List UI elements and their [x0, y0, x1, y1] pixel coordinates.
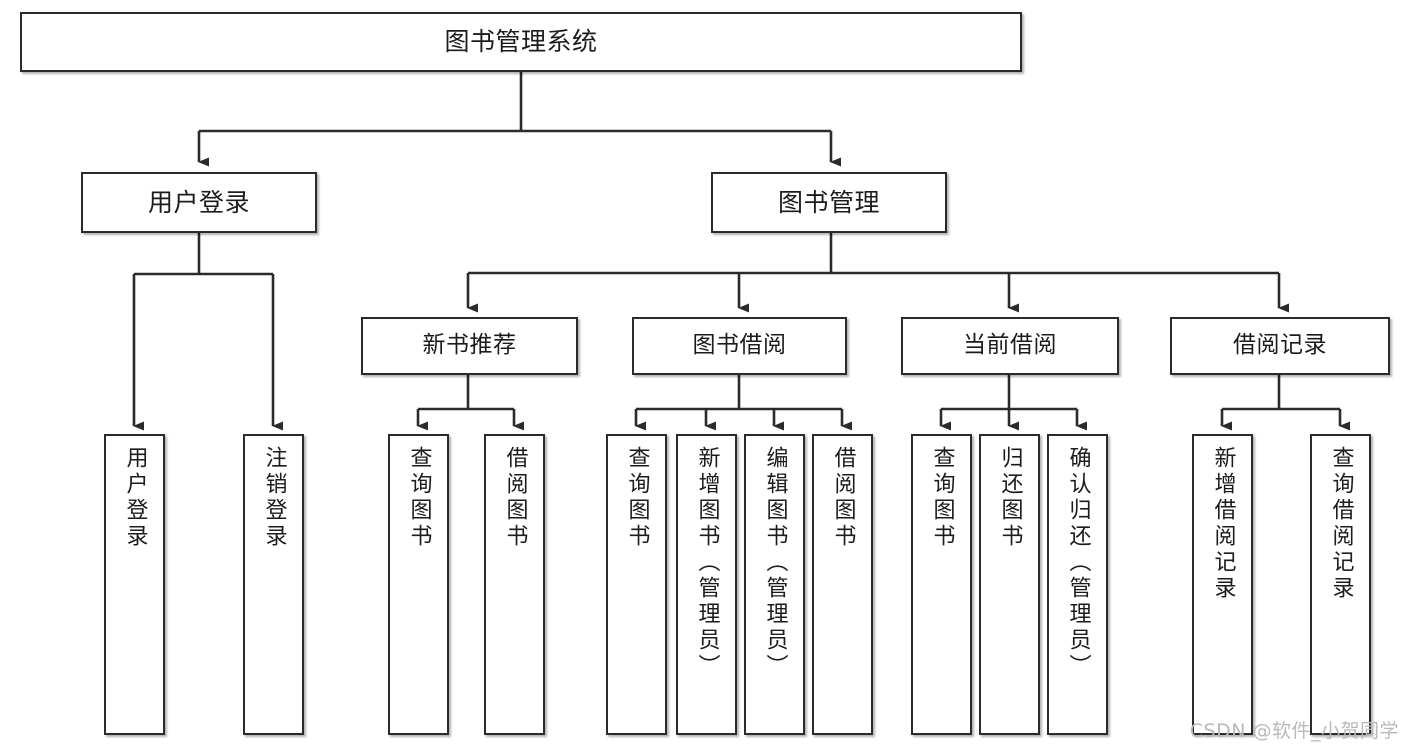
node-label: 查询图书 [624, 446, 650, 550]
node-label: 确认归还（管理员） [1065, 446, 1091, 680]
node-label: 注销登录 [261, 446, 287, 550]
leaf-record-add-borrow-record[interactable]: 新增借阅记录 [1192, 434, 1253, 735]
node-label: 用户登录 [147, 187, 250, 217]
node-label: 查询图书 [929, 446, 955, 550]
leaf-current-confirm-return-admin[interactable]: 确认归还（管理员） [1047, 434, 1108, 735]
leaf-record-query-borrow-record[interactable]: 查询借阅记录 [1310, 434, 1371, 735]
node-borrow-record[interactable]: 借阅记录 [1170, 317, 1390, 375]
node-user-login[interactable]: 用户登录 [81, 172, 317, 233]
leaf-borrow-add-book-admin[interactable]: 新增图书（管理员） [676, 434, 737, 735]
leaf-current-query-book[interactable]: 查询图书 [911, 434, 972, 735]
leaf-new-book-borrow-book[interactable]: 借阅图书 [484, 434, 545, 735]
node-label: 查询借阅记录 [1328, 446, 1354, 602]
node-book-management[interactable]: 图书管理 [711, 172, 947, 233]
node-label: 图书管理 [777, 187, 880, 217]
leaf-user-login-login[interactable]: 用户登录 [104, 434, 165, 735]
node-current-borrow[interactable]: 当前借阅 [901, 317, 1119, 375]
leaf-new-book-query-book[interactable]: 查询图书 [388, 434, 449, 735]
node-label: 新增图书（管理员） [694, 446, 720, 680]
node-label: 图书管理系统 [444, 27, 598, 57]
node-root-book-management-system[interactable]: 图书管理系统 [20, 12, 1022, 72]
leaf-borrow-borrow-book[interactable]: 借阅图书 [812, 434, 873, 735]
node-label: 查询图书 [406, 446, 432, 550]
node-label: 当前借阅 [963, 332, 1057, 359]
leaf-user-login-logout[interactable]: 注销登录 [243, 434, 304, 735]
leaf-borrow-edit-book-admin[interactable]: 编辑图书（管理员） [744, 434, 805, 735]
node-new-book-recommend[interactable]: 新书推荐 [361, 317, 578, 375]
node-label: 借阅图书 [830, 446, 856, 550]
node-label: 新书推荐 [422, 332, 517, 359]
node-label: 借阅记录 [1233, 332, 1327, 359]
node-label: 借阅图书 [502, 446, 528, 550]
node-label: 用户登录 [122, 446, 148, 550]
node-label: 新增借阅记录 [1210, 446, 1236, 602]
node-label: 归还图书 [997, 446, 1023, 550]
leaf-borrow-query-book[interactable]: 查询图书 [606, 434, 667, 735]
watermark-text: CSDN @软件_小贺同学 [1189, 720, 1399, 742]
node-book-borrow[interactable]: 图书借阅 [632, 317, 847, 375]
node-label: 编辑图书（管理员） [762, 446, 788, 680]
node-label: 图书借阅 [692, 332, 787, 359]
leaf-current-return-book[interactable]: 归还图书 [979, 434, 1040, 735]
